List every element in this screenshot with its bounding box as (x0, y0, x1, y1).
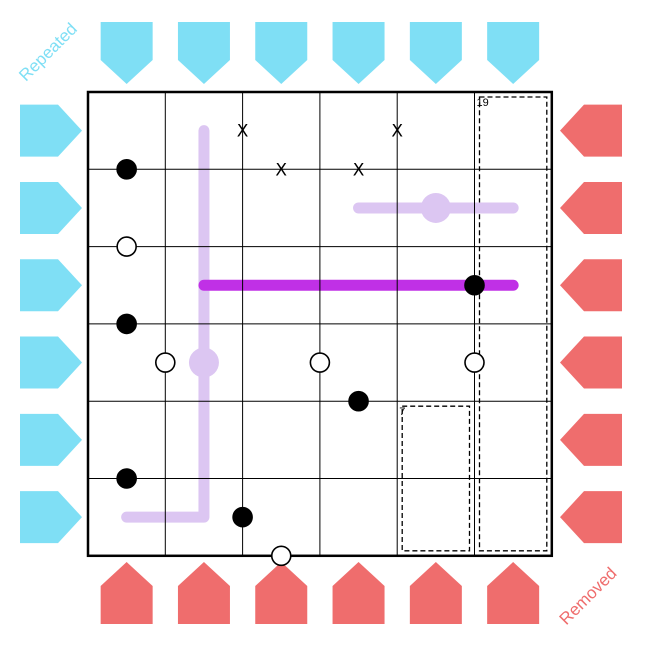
black-dot-4 (116, 468, 137, 489)
grid-border (86, 90, 554, 558)
right-arrow-5 (560, 413, 622, 466)
left-arrow-2 (20, 181, 82, 234)
bottom-arrow-2 (177, 562, 230, 624)
line-bulb-2 (420, 192, 451, 223)
bottom-arrow-5 (409, 562, 462, 624)
xv-crosses: X X X X (237, 122, 404, 181)
black-dot-8 (464, 274, 485, 296)
cage-sum-2: 7 (399, 406, 405, 418)
left-arrow-5 (20, 413, 82, 466)
left-arrow-6 (20, 491, 82, 544)
arrow-clues (20, 22, 622, 624)
right-arrow-2 (560, 181, 622, 234)
sudoku-grid[interactable] (86, 90, 554, 558)
right-arrow-6 (560, 491, 622, 544)
left-arrow-4 (20, 336, 82, 389)
top-arrow-6 (487, 22, 540, 84)
black-dot-10 (232, 506, 253, 528)
white-dot-6 (309, 352, 331, 373)
white-dot-5 (155, 352, 176, 373)
white-dot-11 (270, 545, 292, 567)
cage-sum-1: 19 (477, 97, 489, 109)
left-arrow-1 (20, 104, 82, 157)
bottom-arrow-1 (100, 562, 153, 624)
cross-mark-1: X (237, 122, 249, 142)
cage-1 (478, 96, 548, 552)
black-dot-1 (116, 159, 137, 180)
bottom-arrow-3 (255, 562, 308, 624)
top-arrow-2 (177, 22, 230, 84)
cross-mark-3: X (275, 160, 287, 180)
top-arrow-4 (332, 22, 385, 84)
cross-mark-4: X (353, 160, 365, 180)
removed-label: Removed (556, 564, 621, 629)
white-dot-7 (464, 352, 485, 373)
top-arrow-3 (255, 22, 308, 84)
left-arrow-3 (20, 259, 82, 312)
repeated-label: Repeated (15, 19, 81, 85)
kropki-dots (116, 159, 485, 567)
black-dot-3 (116, 313, 137, 335)
right-arrow-3 (560, 259, 622, 312)
top-arrow-1 (100, 22, 153, 84)
black-dot-9 (348, 390, 369, 412)
right-arrow-4 (560, 336, 622, 389)
line-bulb-1 (188, 347, 219, 378)
top-arrow-5 (409, 22, 462, 84)
cross-mark-2: X (391, 122, 403, 142)
white-dot-2 (116, 236, 137, 257)
bottom-arrow-4 (332, 562, 385, 624)
bottom-arrow-6 (487, 562, 540, 624)
right-arrow-1 (560, 104, 622, 157)
